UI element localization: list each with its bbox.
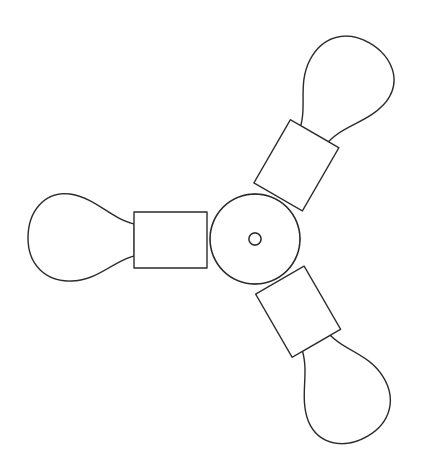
bulb-assembly-upper-right bbox=[253, 35, 395, 212]
bulb-glass-upper-right bbox=[300, 35, 395, 143]
bulb-glass-left bbox=[27, 193, 135, 282]
socket-upper-right bbox=[253, 119, 340, 212]
bulb-assembly-left bbox=[27, 193, 208, 282]
bulb-glass-lower-right bbox=[301, 334, 391, 445]
bulb-assembly-lower-right bbox=[254, 265, 391, 445]
hub-outline bbox=[209, 193, 301, 285]
socket-lower-right bbox=[254, 265, 342, 358]
hub-center-hole-top bbox=[248, 232, 262, 246]
socket-left bbox=[133, 211, 208, 269]
